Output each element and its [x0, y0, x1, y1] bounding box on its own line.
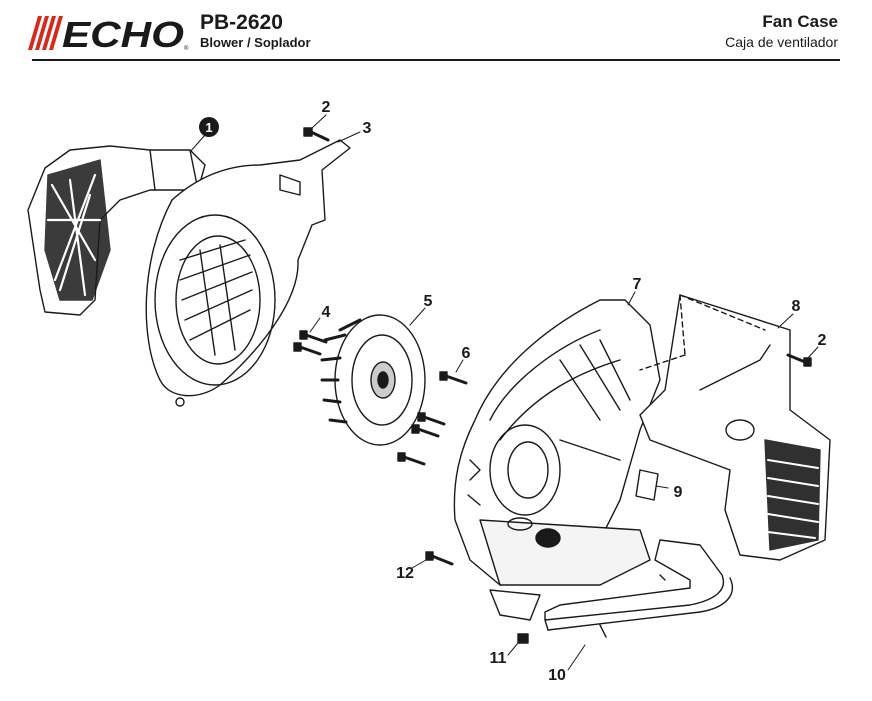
- part-10-handle: [544, 539, 733, 638]
- callout-10: 10: [548, 667, 566, 684]
- part-8-side-cover: [639, 294, 831, 561]
- part-6-screws: [397, 371, 468, 466]
- callout-6: 6: [462, 345, 471, 362]
- callout-1-badge: [199, 117, 219, 137]
- callout-2-right: 2: [818, 332, 827, 349]
- svg-text:®: ®: [184, 45, 189, 52]
- callout-4: 4: [322, 304, 331, 321]
- callout-2-upper: 2: [322, 99, 331, 116]
- part-11-clip: [517, 633, 529, 644]
- part-4-screws: [293, 330, 328, 356]
- callout-7: 7: [633, 276, 642, 293]
- callout-12: 12: [396, 565, 414, 582]
- leader-lines: [189, 114, 819, 671]
- part-2-screw-upper: [303, 127, 330, 142]
- header-rule: [32, 59, 840, 61]
- part-3-fan-case: [145, 139, 351, 407]
- callouts: 1 2 3 4 5 6 7 8 2 9 10 11 12: [199, 99, 827, 684]
- model-subtitle: Blower / Soplador: [200, 35, 311, 50]
- callout-9: 9: [674, 484, 683, 501]
- part-9-pad: [635, 469, 659, 501]
- callout-3: 3: [363, 120, 372, 137]
- part-12-screw: [425, 551, 454, 566]
- model-number: PB-2620: [200, 11, 283, 34]
- callout-11: 11: [490, 650, 507, 667]
- logo-speed-stripes: [28, 16, 63, 50]
- logo-wordmark: ECHO: [62, 14, 184, 52]
- section-title: Fan Case: [762, 12, 838, 31]
- echo-logo: ECHO ®: [28, 14, 189, 52]
- page-header: ECHO ® PB-2620 Blower / Soplador Fan Cas…: [0, 0, 872, 61]
- callout-5: 5: [424, 293, 433, 310]
- part-7-engine-housing: [453, 299, 661, 621]
- part-1-outlet-guard: [27, 145, 206, 316]
- part-5-fan: [320, 314, 426, 446]
- section-subtitle: Caja de ventilador: [725, 34, 838, 50]
- part-2-screw-right: [786, 353, 812, 367]
- callout-8: 8: [792, 298, 801, 315]
- callout-1: 1: [205, 120, 212, 135]
- parts-diagram: 1 2 3 4 5 6 7 8 2 9 10 11 12: [27, 99, 831, 684]
